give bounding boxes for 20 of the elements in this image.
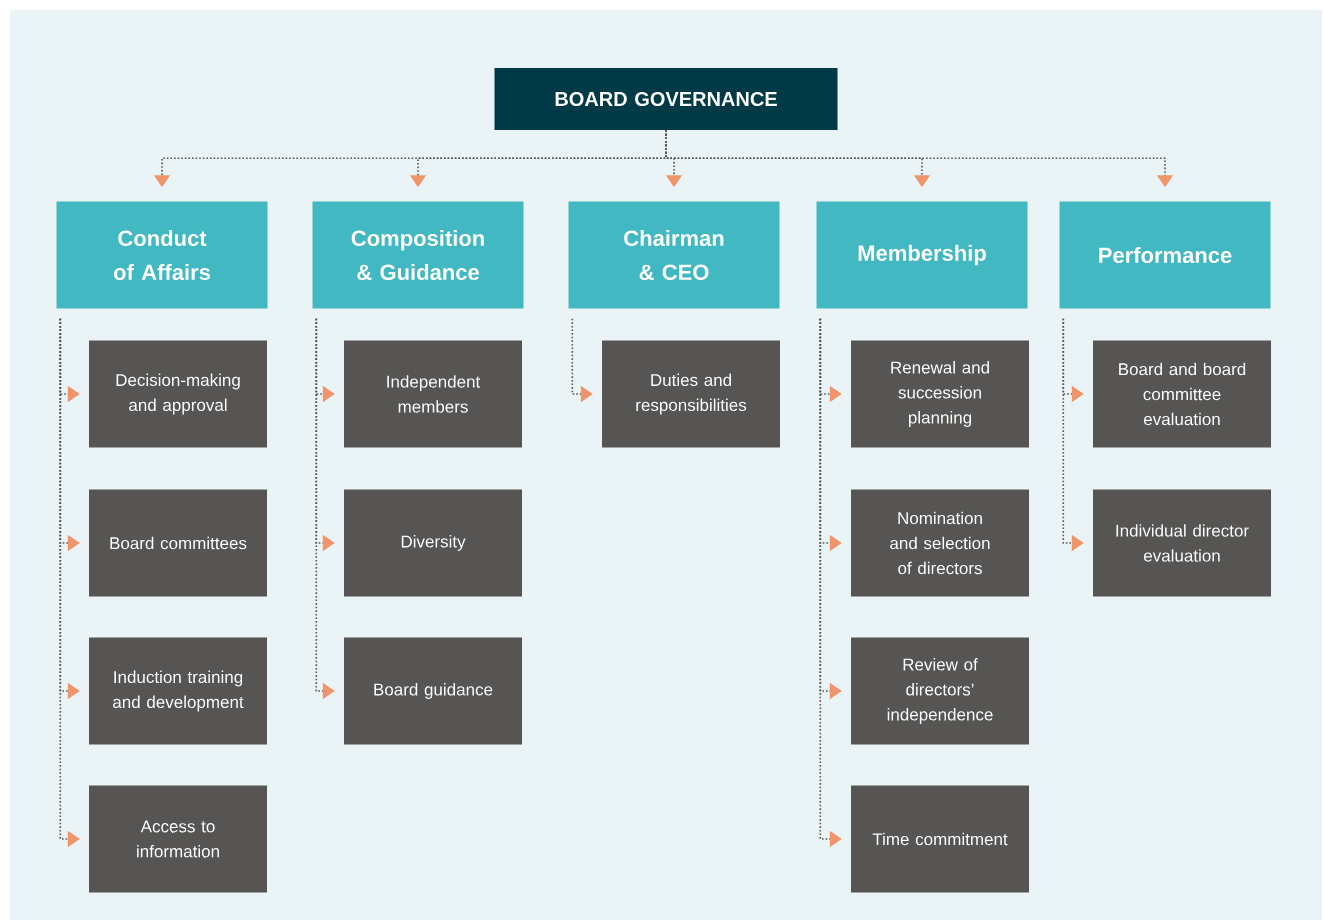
category-box: Membership bbox=[816, 201, 1028, 309]
topic-box: Renewal and succession planning bbox=[851, 340, 1029, 448]
category-box: Composition & Guidance bbox=[312, 201, 524, 309]
header-box: BOARD GOVERNANCE bbox=[494, 68, 838, 130]
topic-box: Decision-making and approval bbox=[89, 340, 267, 448]
topic-box: Time commitment bbox=[851, 785, 1029, 893]
category-box: Performance bbox=[1059, 201, 1271, 309]
topic-box: Review of directors’ independence bbox=[851, 637, 1029, 745]
topic-box: Nomination and selection of directors bbox=[851, 489, 1029, 597]
topic-box: Individual director evaluation bbox=[1093, 489, 1271, 597]
category-box: Chairman & CEO bbox=[568, 201, 780, 309]
topic-box: Board committees bbox=[89, 489, 267, 597]
topic-box: Board guidance bbox=[344, 637, 522, 745]
topic-box: Diversity bbox=[344, 489, 522, 597]
topic-box: Induction training and development bbox=[89, 637, 267, 745]
category-box: Conduct of Affairs bbox=[56, 201, 268, 309]
topic-box: Board and board committee evaluation bbox=[1093, 340, 1271, 448]
topic-box: Independent members bbox=[344, 340, 522, 448]
topic-box: Duties and responsibilities bbox=[602, 340, 780, 448]
topic-box: Access to information bbox=[89, 785, 267, 893]
